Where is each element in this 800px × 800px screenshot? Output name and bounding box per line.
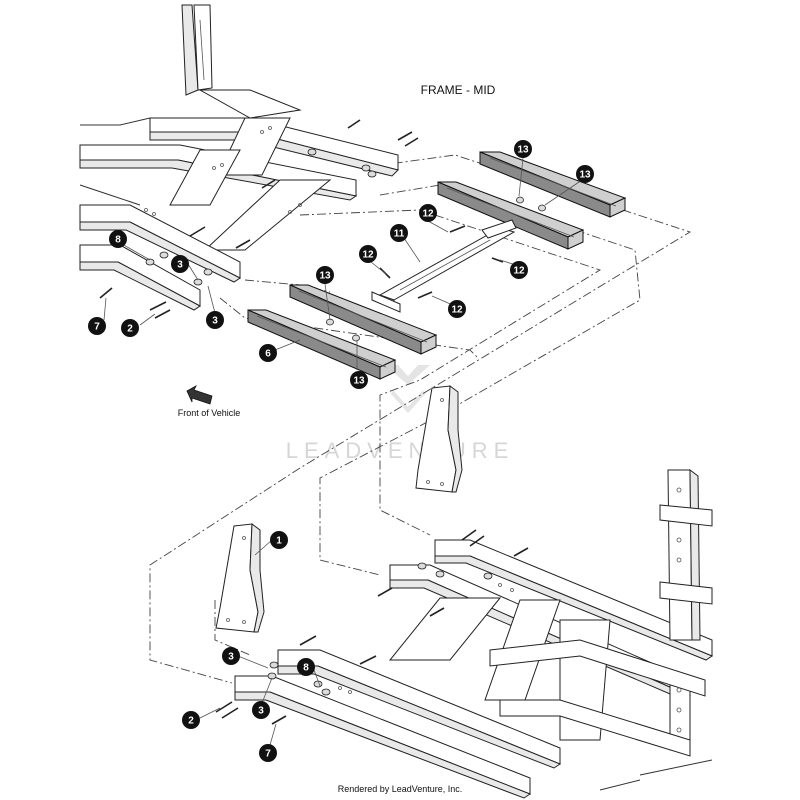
callout-12a: 12	[419, 204, 437, 222]
svg-text:1: 1	[276, 536, 282, 547]
callout-3-lower-b: 3	[252, 701, 270, 719]
callout-12d: 12	[448, 300, 466, 318]
svg-text:2: 2	[188, 716, 194, 727]
callout-13a: 13	[514, 140, 532, 158]
callout-2-lower: 2	[182, 711, 200, 729]
svg-text:3: 3	[212, 316, 218, 327]
svg-text:2: 2	[127, 324, 133, 335]
svg-text:3: 3	[177, 260, 183, 271]
svg-text:3: 3	[228, 652, 234, 663]
callout-8-upper: 8	[109, 230, 127, 248]
callout-13b: 13	[576, 165, 594, 183]
svg-text:12: 12	[513, 266, 525, 277]
callout-3-upper-b: 3	[206, 311, 224, 329]
svg-text:12: 12	[422, 209, 434, 220]
svg-text:12: 12	[362, 250, 374, 261]
diagram-title: FRAME - MID	[421, 83, 496, 97]
front-direction-arrow-icon	[186, 385, 213, 405]
bracket-upper	[415, 385, 463, 493]
svg-text:13: 13	[579, 170, 591, 181]
svg-text:6: 6	[265, 349, 271, 360]
front-of-vehicle-label: Front of Vehicle	[178, 408, 241, 418]
svg-text:12: 12	[451, 305, 463, 316]
footer-credit: Rendered by LeadVenture, Inc.	[338, 784, 463, 794]
svg-text:7: 7	[94, 322, 100, 333]
callout-6: 6	[259, 344, 277, 362]
svg-text:11: 11	[394, 229, 405, 240]
rail-13-lower-middle	[289, 284, 438, 355]
upper-fasteners	[99, 119, 419, 319]
svg-text:7: 7	[265, 749, 271, 760]
callout-12b: 12	[359, 245, 377, 263]
mid-fasteners	[326, 196, 546, 342]
callout-1: 1	[270, 531, 288, 549]
watermark-logo: LEADVENTURE	[286, 365, 515, 463]
callout-7-lower: 7	[259, 744, 277, 762]
watermark-text: LEADVENTURE	[286, 438, 515, 463]
callout-7-upper: 7	[88, 317, 106, 335]
callout-13c: 13	[316, 266, 334, 284]
plate-11	[371, 219, 517, 313]
callout-3-lower-a: 3	[222, 647, 240, 665]
svg-text:3: 3	[258, 706, 264, 717]
callout-13d: 13	[350, 371, 368, 389]
svg-text:8: 8	[303, 663, 309, 674]
callout-12c: 12	[510, 261, 528, 279]
callout-3-upper-a: 3	[171, 255, 189, 273]
callout-11: 11	[390, 224, 408, 242]
rail-13-upper-middle	[437, 181, 585, 250]
bracket-1	[215, 523, 265, 633]
svg-text:8: 8	[115, 235, 121, 246]
lower-chassis-frame	[234, 468, 714, 799]
rail-13-top-right	[479, 151, 627, 218]
svg-text:13: 13	[353, 376, 365, 387]
svg-text:13: 13	[517, 145, 529, 156]
callout-8-lower: 8	[297, 658, 315, 676]
svg-text:13: 13	[319, 271, 331, 282]
upper-chassis-frame	[79, 4, 399, 311]
callout-2-upper: 2	[121, 319, 139, 337]
rail-6	[247, 309, 397, 380]
